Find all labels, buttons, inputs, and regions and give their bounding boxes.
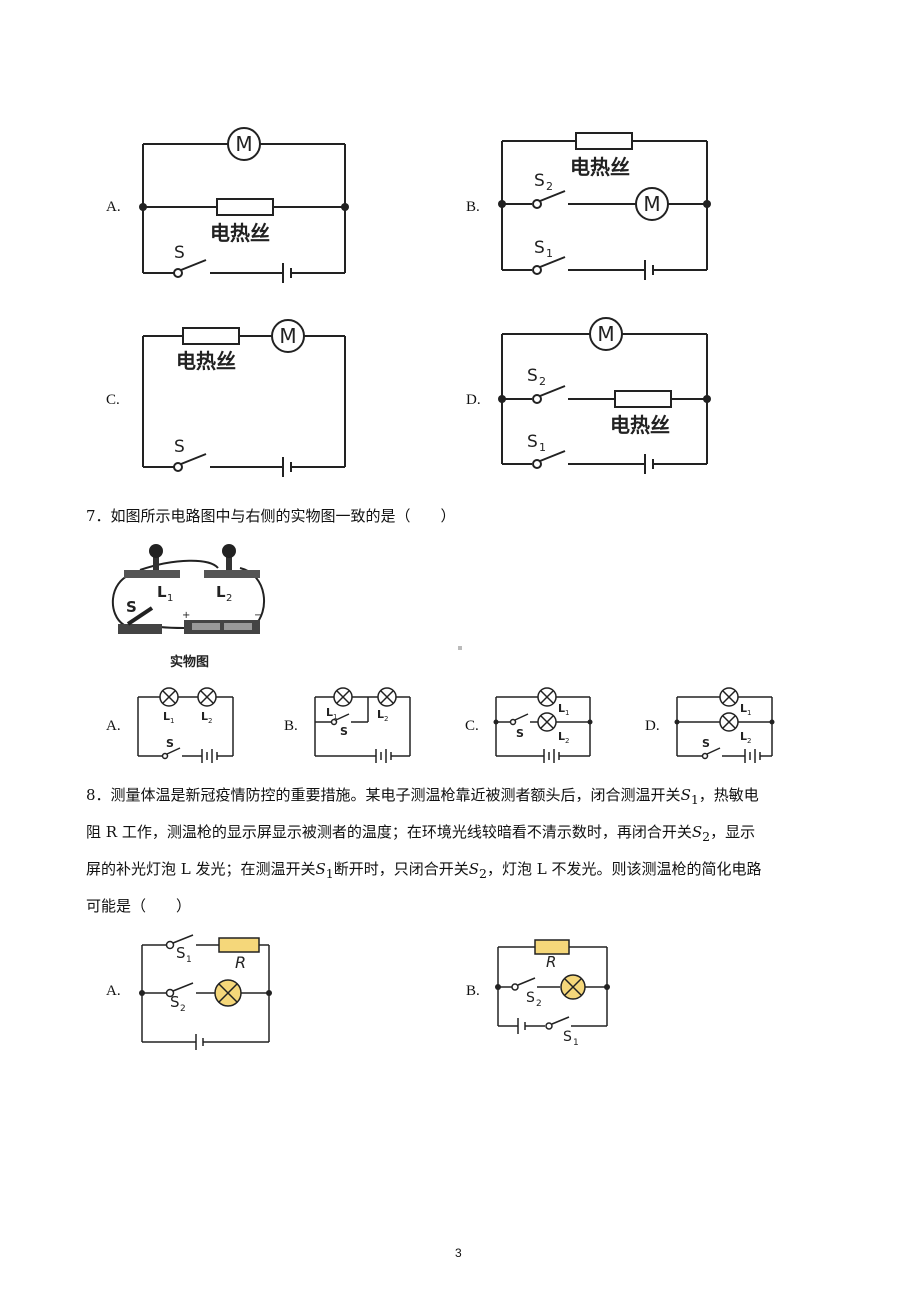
s2-sub: 2 [180,1004,186,1014]
l2-label: L [201,710,208,723]
q8-line-3: 屏的补光灯泡 L 发光；在测温开关S1断开时，只闭合开关S2，灯泡 L 不发光。… [86,860,762,881]
r-label: R [235,953,246,972]
heater-label: 电热丝 [210,221,270,245]
switch2-label: S [527,366,538,386]
q8-option-b-label[interactable]: B. [466,983,480,999]
s1-sub: 1 [186,955,192,965]
q6-option-a-label[interactable]: A. [106,199,121,215]
s-label: S [166,737,174,750]
motor-label: M [597,322,614,346]
q6-option-d-label[interactable]: D. [466,392,481,408]
l2-sub: 2 [384,715,388,723]
switch2-sub: 2 [546,180,553,193]
switch2-sub: 2 [539,375,546,388]
q7-stem: 7．如图所示电路图中与右侧的实物图一致的是（ ） [86,507,456,525]
s1-label: S [176,944,186,962]
l2-sub: 2 [208,717,212,725]
q7-option-a-label[interactable]: A. [106,718,121,734]
l1-sub: 1 [170,717,174,725]
heater-label: 电热丝 [570,155,630,179]
s-label: S [340,725,348,738]
motor-label: M [279,324,296,348]
q8-stem: 8．测量体温是新冠疫情防控的重要措施。某电子测温枪靠近被测者额头后，闭合测温开关… [86,779,846,923]
s2-label: S [170,993,180,1011]
l2-label: L [740,730,747,743]
q8-line-4: 可能是（ ） [86,897,192,915]
l1-label: L [740,702,747,715]
l1-label: L [163,710,170,723]
switch1-sub: 1 [546,247,553,260]
speck [458,646,462,650]
photo-l2-label: L [216,583,226,601]
switch1-sub: 1 [539,441,546,454]
switch2-label: S [534,171,545,191]
motor-label: M [235,132,252,156]
s2-sub: 2 [536,999,542,1009]
l2-sub: 2 [747,737,751,745]
s-label: S [516,727,524,740]
photo-minus: − [254,610,262,621]
photo-plus: + [182,610,190,621]
photo-s-label: S [126,598,137,616]
switch1-label: S [534,238,545,258]
q6-option-c-label[interactable]: C. [106,392,120,408]
switch1-label: S [527,432,538,452]
s1-label: S [563,1029,572,1045]
l1-label: L [558,702,565,715]
photo-l1-sub: 1 [167,593,173,604]
q7-option-c-label[interactable]: C. [465,718,479,734]
l1-sub: 1 [565,709,569,717]
page-number: 3 [455,1246,462,1260]
l2-label: L [377,708,384,721]
q8-line-1: 8．测量体温是新冠疫情防控的重要措施。某电子测温枪靠近被测者额头后，闭合测温开关… [86,786,759,807]
l1-label: L [326,706,333,719]
photo-l2-sub: 2 [226,593,232,604]
switch-label: S [174,243,185,263]
photo-caption: 实物图 [170,654,209,670]
s1-sub: 1 [573,1038,579,1048]
q6-option-b-label[interactable]: B. [466,199,480,215]
s2-label: S [526,990,535,1006]
l2-sub: 2 [565,737,569,745]
s-label: S [702,737,710,750]
q7-option-d-label[interactable]: D. [645,718,660,734]
l1-sub: 1 [333,713,337,721]
l2-label: L [558,730,565,743]
heater-label: 电热丝 [610,413,670,437]
q7-option-b-label[interactable]: B. [284,718,298,734]
q8-option-a-label[interactable]: A. [106,983,121,999]
heater-label: 电热丝 [176,349,236,373]
motor-label: M [643,192,660,216]
r-label: R [546,953,556,971]
switch-label: S [174,437,185,457]
q8-line-2: 阻 R 工作，测温枪的显示屏显示被测者的温度；在环境光线较暗看不清示数时，再闭合… [86,823,756,844]
l1-sub: 1 [747,709,751,717]
photo-l1-label: L [157,583,167,601]
